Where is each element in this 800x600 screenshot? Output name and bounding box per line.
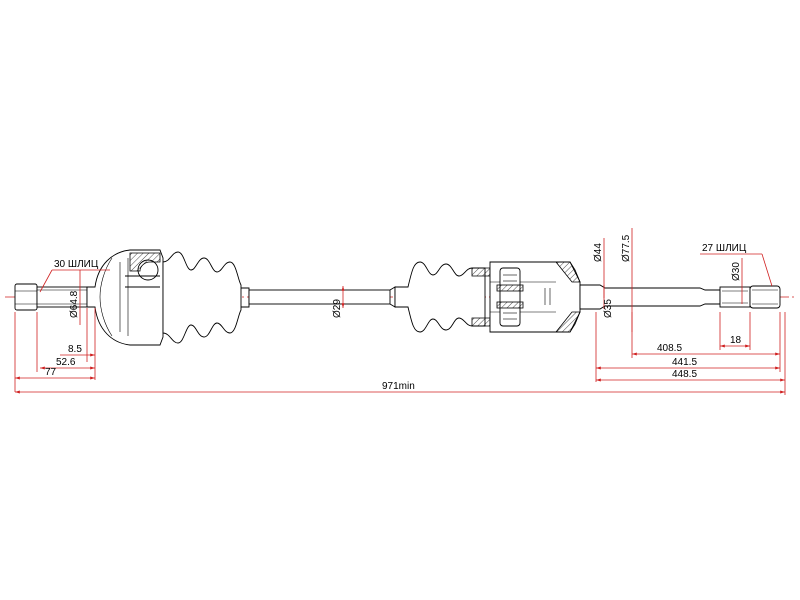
label-dia-77-5: Ø77.5 — [621, 234, 632, 262]
spline-stub-right — [719, 286, 751, 308]
label-len-52-6: 52.6 — [56, 357, 76, 368]
labels: 30 ШЛИЦ Ø64.8 8.5 52.6 77 Ø29 Ø44 Ø77.5 … — [45, 234, 747, 392]
label-dia-30: Ø30 — [731, 262, 742, 281]
label-dia-35: Ø35 — [603, 299, 614, 318]
label-splines-left: 30 ШЛИЦ — [54, 259, 99, 270]
label-dia-64-8: Ø64.8 — [69, 290, 80, 318]
label-len-971: 971min — [382, 381, 415, 392]
label-dia-44: Ø44 — [593, 243, 604, 262]
inner-boot — [394, 261, 486, 333]
label-len-408-5: 408.5 — [657, 343, 682, 354]
label-dia-29: Ø29 — [332, 299, 343, 318]
housing-stub — [579, 284, 721, 310]
label-len-448-5: 448.5 — [672, 369, 697, 380]
tripod-roller — [499, 267, 521, 327]
dimensions — [14, 228, 786, 395]
bell-housing — [86, 249, 164, 346]
hub-nut — [14, 283, 38, 311]
label-len-441-5: 441.5 — [672, 357, 697, 368]
label-len-77: 77 — [45, 367, 57, 378]
outer-boot — [162, 251, 242, 344]
inner-tripod-joint — [394, 261, 781, 333]
intermediate-shaft — [248, 286, 396, 308]
outer-cv-joint — [14, 249, 250, 346]
label-len-18: 18 — [730, 335, 742, 346]
label-len-8-5: 8.5 — [68, 344, 82, 355]
label-splines-right: 27 ШЛИЦ — [702, 243, 747, 254]
